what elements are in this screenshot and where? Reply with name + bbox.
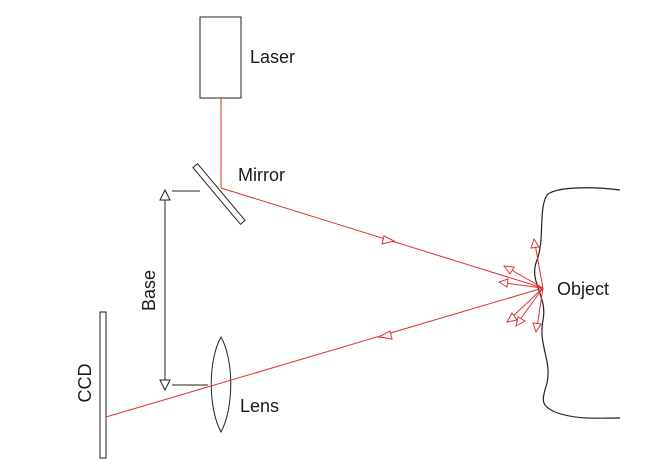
ccd-label: CCD (75, 363, 95, 403)
base-dimension (159, 188, 208, 392)
mirror-label: Mirror (238, 165, 285, 185)
object-surface (534, 187, 621, 419)
laser-box (199, 16, 242, 99)
lens-label: Lens (240, 396, 280, 416)
beam-mirror-to-object (220, 187, 544, 289)
beam-arrow-outgoing (381, 235, 396, 245)
laser-label: Laser (250, 47, 296, 67)
lens-element (210, 335, 232, 434)
base-label: Base (139, 269, 159, 311)
beam-arrow-return (377, 330, 393, 340)
mirror-element (192, 163, 246, 225)
beam-object-to-ccd (105, 287, 544, 418)
ccd-sensor (99, 311, 107, 459)
beam-paths (105, 98, 544, 418)
object-label: Object (557, 279, 610, 299)
scatter-rays (497, 237, 544, 334)
